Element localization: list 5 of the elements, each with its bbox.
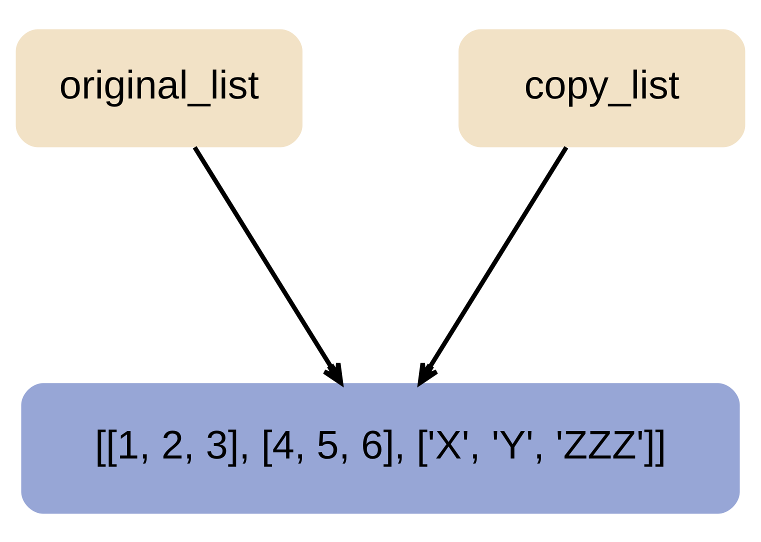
node-box: copy_list: [458, 28, 746, 147]
arrow: [192, 146, 344, 385]
arrow: [418, 146, 568, 385]
node-box: original_list: [16, 28, 302, 147]
node-box: [[1, 2, 3], [4, 5, 6], ['X', 'Y', 'ZZZ']]: [21, 382, 740, 514]
